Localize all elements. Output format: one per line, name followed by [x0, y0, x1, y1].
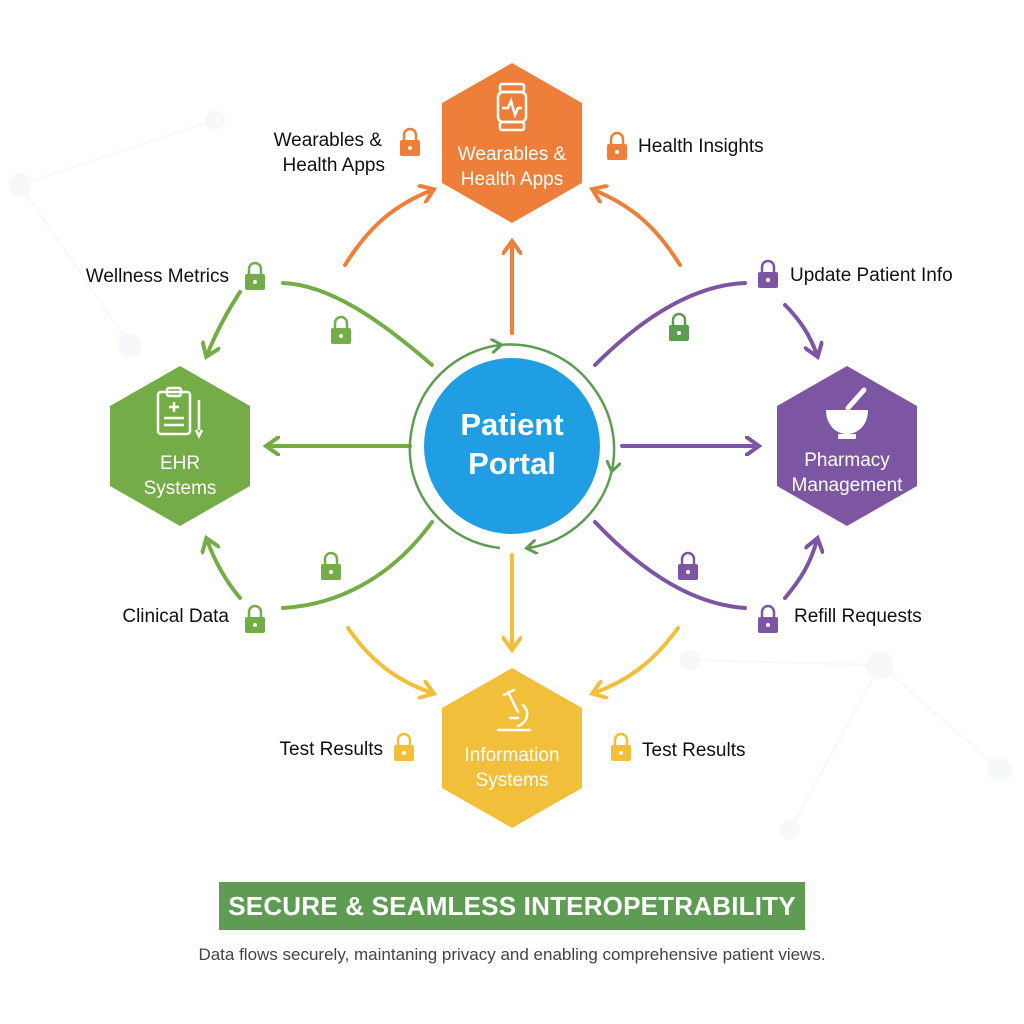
- wearables-title-line1: Wearables &: [458, 144, 567, 165]
- node-ehr[interactable]: EHR Systems: [110, 366, 250, 526]
- arrow-update-to-pharmacy: [783, 303, 817, 355]
- patient-portal[interactable]: Patient Portal: [424, 358, 600, 534]
- footer-banner: SECURE & SEAMLESS INTEROPETRABILITY: [219, 882, 805, 930]
- mortar-pestle-icon: [826, 387, 868, 439]
- lock-icon: [245, 604, 265, 633]
- label-test-results-left: Test Results: [280, 739, 383, 760]
- lock-icon: [331, 315, 351, 344]
- node-pharmacy[interactable]: Pharmacy Management: [777, 366, 917, 526]
- lock-icon: [758, 259, 778, 288]
- portal-title-line1: Patient: [460, 407, 563, 442]
- microscope-icon: [496, 688, 532, 732]
- label-wellness-metrics: Wellness Metrics: [86, 266, 229, 287]
- background-network: [8, 110, 1012, 840]
- label-wearables-line1: Wearables &: [274, 130, 383, 151]
- smartwatch-icon: [496, 82, 528, 132]
- info-title-line1: Information: [464, 745, 559, 766]
- label-clinical-data: Clinical Data: [122, 606, 229, 627]
- label-update-patient-info: Update Patient Info: [790, 265, 953, 286]
- portal-title-line2: Portal: [468, 446, 556, 481]
- footer-caption: Data flows securely, maintaning privacy …: [198, 945, 826, 964]
- ehr-connections: [207, 281, 434, 610]
- arrow-clinical-to-ehr: [207, 540, 242, 600]
- pharmacy-title-line2: Management: [792, 475, 904, 496]
- arrow-portal-to-pharmacy-bottom: [593, 520, 747, 610]
- arrow-left-to-info: [346, 626, 432, 693]
- flow-labels: Wearables & Health Apps Health Insights …: [86, 130, 953, 761]
- pharmacy-title-line1: Pharmacy: [804, 450, 890, 471]
- lock-icon: [321, 551, 341, 580]
- lock-icon: [245, 261, 265, 290]
- arrow-left-to-wearables: [343, 190, 432, 267]
- node-wearables[interactable]: Wearables & Health Apps: [442, 63, 582, 223]
- clipboard-icon: [156, 386, 204, 439]
- wearables-connections: [343, 190, 682, 335]
- arrow-right-to-wearables: [594, 190, 682, 267]
- arrow-portal-to-pharmacy-top: [593, 281, 747, 367]
- lock-icon: [394, 732, 414, 761]
- footer-title: SECURE & SEAMLESS INTEROPETRABILITY: [228, 890, 796, 921]
- label-refill-requests: Refill Requests: [794, 606, 922, 627]
- pharmacy-connections: [593, 281, 817, 610]
- arrow-portal-to-ehr-top: [281, 281, 434, 367]
- label-health-insights: Health Insights: [638, 136, 764, 157]
- lock-icon: [669, 312, 689, 341]
- arrow-refill-to-pharmacy: [783, 540, 817, 600]
- label-test-results-right: Test Results: [642, 740, 745, 761]
- lock-icons: [245, 127, 778, 761]
- lock-icon: [400, 127, 420, 156]
- arrow-wellness-to-ehr: [207, 290, 242, 355]
- lock-icon: [678, 551, 698, 580]
- ehr-title-line2: Systems: [144, 478, 217, 499]
- lock-icon: [758, 604, 778, 633]
- info-title-line2: Systems: [476, 770, 549, 791]
- wearables-title-line2: Health Apps: [461, 169, 563, 190]
- ehr-title-line1: EHR: [160, 453, 200, 474]
- info-connections: [346, 553, 680, 693]
- portal-ring: [408, 345, 614, 548]
- arrow-portal-to-ehr-bottom: [281, 520, 434, 610]
- label-wearables-line2: Health Apps: [283, 155, 385, 176]
- arrow-right-to-info: [594, 626, 680, 693]
- lock-icon: [607, 131, 627, 160]
- node-information-systems[interactable]: Information Systems: [442, 668, 582, 828]
- lock-icon: [611, 732, 631, 761]
